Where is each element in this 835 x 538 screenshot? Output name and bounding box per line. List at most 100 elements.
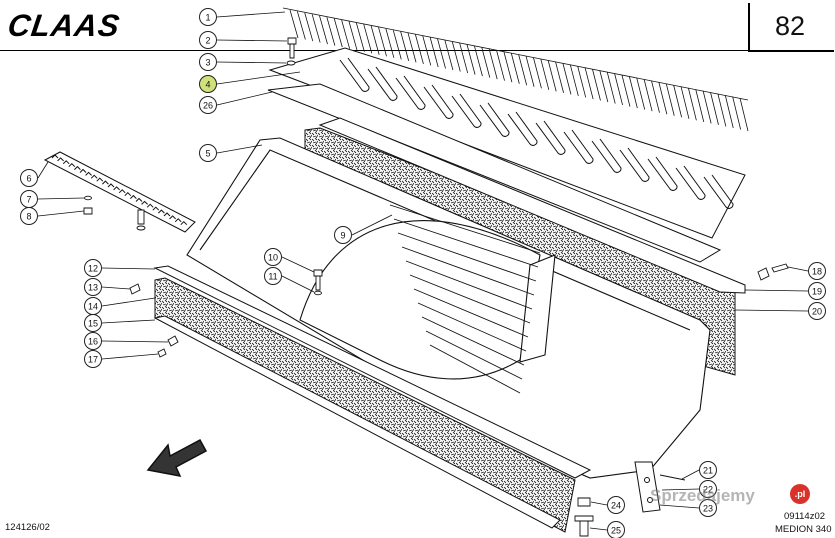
callout-14[interactable]: 14 bbox=[84, 297, 102, 315]
backing-strip bbox=[267, 83, 722, 263]
callout-circle bbox=[808, 302, 826, 320]
callout-number: 20 bbox=[812, 307, 822, 317]
leader-line bbox=[101, 340, 169, 343]
direction-arrow-icon bbox=[146, 438, 208, 478]
leader-line bbox=[37, 197, 85, 200]
callout-16[interactable]: 16 bbox=[84, 332, 102, 350]
leader-line bbox=[659, 504, 700, 509]
callout-number: 13 bbox=[88, 283, 98, 293]
leader-line bbox=[216, 61, 287, 64]
callout-number: 26 bbox=[203, 101, 213, 111]
callout-5[interactable]: 5 bbox=[199, 144, 217, 162]
callout-24[interactable]: 24 bbox=[607, 496, 625, 514]
callout-number: 1 bbox=[205, 13, 210, 23]
callout-13[interactable]: 13 bbox=[84, 278, 102, 296]
callout-15[interactable]: 15 bbox=[84, 314, 102, 332]
callout-circle bbox=[20, 207, 38, 225]
callout-26[interactable]: 26 bbox=[199, 96, 217, 114]
callout-22[interactable]: 22 bbox=[699, 480, 717, 498]
callout-20[interactable]: 20 bbox=[808, 302, 826, 320]
callout-circle bbox=[607, 521, 625, 538]
leader-line bbox=[37, 210, 85, 217]
watermark-badge: .pl bbox=[790, 484, 810, 504]
leader-line bbox=[37, 161, 49, 179]
footer-drawing-code: 09114z02 bbox=[784, 511, 826, 522]
callout-circle bbox=[199, 144, 217, 162]
leader-line bbox=[216, 11, 286, 18]
slotted-plate bbox=[268, 47, 746, 239]
callout-21[interactable]: 21 bbox=[699, 461, 717, 479]
page-number: 82 bbox=[774, 11, 806, 41]
leader-line bbox=[681, 469, 700, 480]
hardware bbox=[83, 37, 789, 537]
leader-line bbox=[661, 488, 700, 491]
callout-circle bbox=[84, 259, 102, 277]
callout-circle bbox=[20, 169, 38, 187]
leader-line bbox=[101, 297, 156, 307]
leader-line bbox=[216, 91, 273, 106]
leader-line bbox=[101, 353, 159, 360]
mounting-bar bbox=[318, 117, 746, 294]
leader-line bbox=[216, 144, 263, 154]
callout-number: 15 bbox=[88, 319, 98, 329]
callout-number: 16 bbox=[88, 337, 98, 347]
callout-6[interactable]: 6 bbox=[20, 169, 38, 187]
callout-11[interactable]: 11 bbox=[264, 267, 282, 285]
leader-lines bbox=[37, 11, 809, 531]
leader-line bbox=[101, 319, 156, 324]
callout-circle bbox=[699, 461, 717, 479]
ribbed-concave bbox=[389, 204, 541, 394]
callout-4[interactable]: 4 bbox=[199, 75, 217, 93]
callout-3[interactable]: 3 bbox=[199, 53, 217, 71]
page-number-box bbox=[748, 3, 834, 52]
callout-circle bbox=[699, 480, 717, 498]
callout-17[interactable]: 17 bbox=[84, 350, 102, 368]
tine-comb bbox=[282, 7, 749, 132]
callout-circle bbox=[808, 282, 826, 300]
hood-shell bbox=[186, 137, 711, 479]
callout-number: 4 bbox=[205, 80, 210, 90]
callout-2[interactable]: 2 bbox=[199, 31, 217, 49]
leader-line bbox=[351, 214, 393, 236]
callout-number: 18 bbox=[812, 267, 822, 277]
leader-line bbox=[216, 71, 301, 85]
callout-number: 25 bbox=[611, 526, 621, 536]
callout-10[interactable]: 10 bbox=[264, 248, 282, 266]
leader-line bbox=[744, 289, 809, 292]
watermark-text: Sprzedajemy bbox=[650, 486, 755, 505]
callout-number: 23 bbox=[703, 504, 713, 514]
callout-number: 6 bbox=[26, 174, 31, 184]
side-bracket bbox=[634, 461, 661, 513]
leader-line bbox=[281, 256, 315, 273]
front-rail bbox=[153, 265, 592, 479]
callout-number: 5 bbox=[205, 149, 210, 159]
callout-18[interactable]: 18 bbox=[808, 262, 826, 280]
callout-19[interactable]: 19 bbox=[808, 282, 826, 300]
callout-number: 3 bbox=[205, 58, 210, 68]
leader-line bbox=[101, 267, 156, 270]
callout-1[interactable]: 1 bbox=[199, 8, 217, 26]
leader-line bbox=[281, 275, 315, 293]
callout-circle bbox=[699, 499, 717, 517]
front-brush bbox=[154, 277, 576, 533]
callout-8[interactable]: 8 bbox=[20, 207, 38, 225]
callout-number: 14 bbox=[88, 302, 98, 312]
front-clamp-strip bbox=[153, 315, 561, 529]
leader-line bbox=[590, 501, 608, 506]
callout-number: 21 bbox=[703, 466, 713, 476]
callout-circle bbox=[199, 53, 217, 71]
callout-12[interactable]: 12 bbox=[84, 259, 102, 277]
callout-25[interactable]: 25 bbox=[607, 521, 625, 538]
callout-9[interactable]: 9 bbox=[334, 226, 352, 244]
callout-23[interactable]: 23 bbox=[699, 499, 717, 517]
callout-circle bbox=[84, 332, 102, 350]
leader-line bbox=[216, 39, 288, 42]
callout-7[interactable]: 7 bbox=[20, 190, 38, 208]
leader-line bbox=[589, 527, 608, 531]
callout-circle bbox=[84, 278, 102, 296]
callout-circle bbox=[264, 248, 282, 266]
footer-left-code: 124126/02 bbox=[5, 522, 50, 533]
callout-circle bbox=[334, 226, 352, 244]
